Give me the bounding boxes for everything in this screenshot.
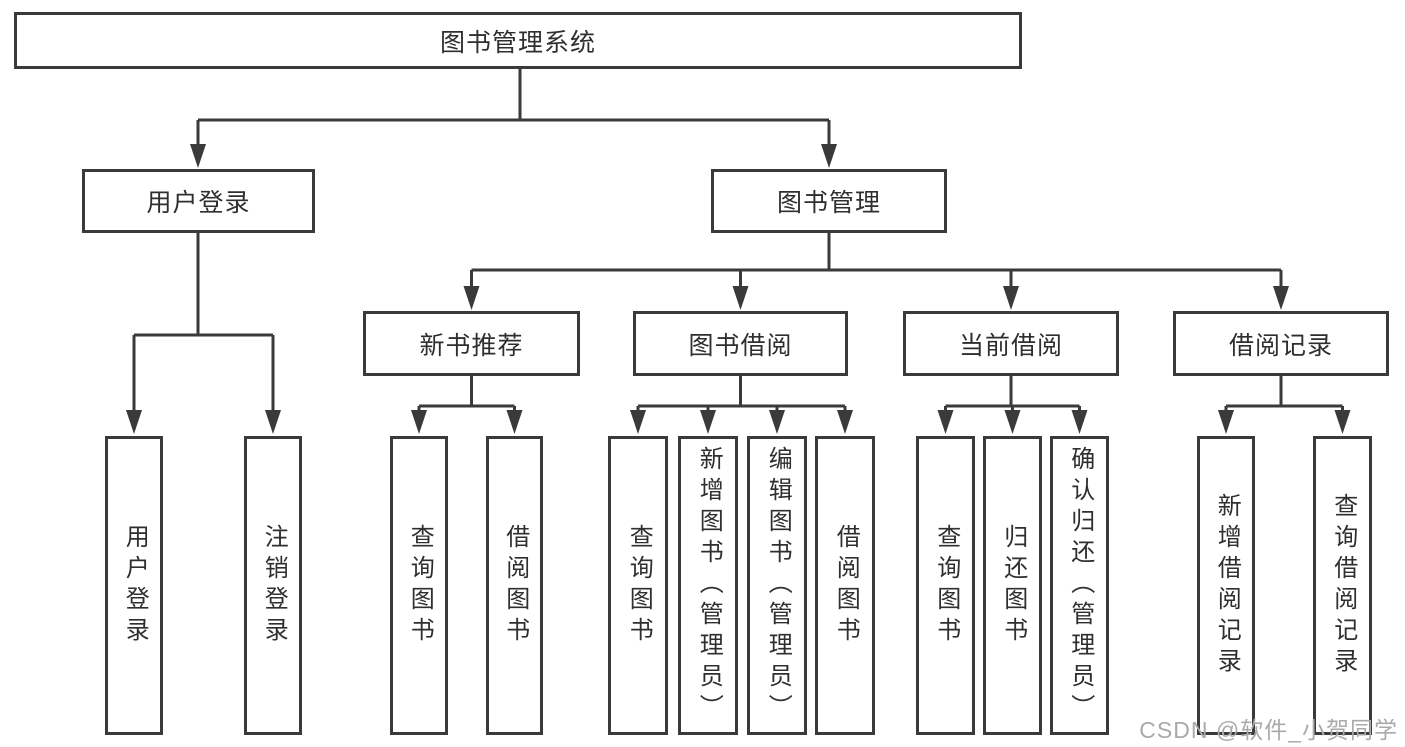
node-label: 图书管理系统 [439, 28, 596, 57]
arrowhead [126, 410, 142, 434]
leaf-label: 查询图书 [625, 523, 653, 648]
arrowhead [265, 410, 281, 434]
arrowhead [732, 286, 749, 310]
leaf-query-books-current: 查询图书 [916, 436, 975, 735]
node-borrowing-records: 借阅记录 [1173, 311, 1389, 376]
leaf-label: 确认归还（管理员） [1066, 446, 1094, 725]
arrowhead [1003, 286, 1019, 310]
leaf-label: 新增借阅记录 [1213, 492, 1241, 679]
arrowhead [190, 144, 206, 168]
leaf-borrow-books-borrowing: 借阅图书 [815, 436, 875, 735]
leaf-label: 查询图书 [406, 523, 434, 648]
leaf-add-books-admin: 新增图书（管理员） [678, 436, 738, 735]
arrowhead [700, 410, 716, 434]
leaf-query-books-recommend: 查询图书 [390, 436, 448, 735]
arrowhead [1071, 410, 1088, 434]
node-label: 图书管理 [776, 189, 881, 217]
leaf-label: 用户登录 [121, 523, 149, 648]
arrowhead [1273, 286, 1289, 310]
leaf-label: 编辑图书（管理员） [764, 446, 792, 725]
leaf-label: 借阅图书 [832, 523, 860, 648]
leaf-label: 归还图书 [999, 523, 1027, 648]
node-book-management: 图书管理 [711, 169, 947, 233]
node-library-management-system: 图书管理系统 [14, 12, 1022, 69]
leaf-edit-books-admin: 编辑图书（管理员） [747, 436, 807, 735]
leaf-query-borrow-record: 查询借阅记录 [1313, 436, 1372, 735]
leaf-label: 查询图书 [932, 523, 960, 648]
node-book-borrowing: 图书借阅 [633, 311, 848, 376]
leaf-logout: 注销登录 [244, 436, 302, 735]
arrowhead [506, 410, 523, 434]
leaf-confirm-return-admin: 确认归还（管理员） [1050, 436, 1109, 735]
node-new-book-recommendation: 新书推荐 [363, 311, 580, 376]
leaf-label: 借阅图书 [501, 523, 529, 648]
node-current-borrowing: 当前借阅 [903, 311, 1119, 376]
leaf-label: 注销登录 [260, 523, 288, 648]
leaf-label: 新增图书（管理员） [695, 446, 723, 725]
leaf-return-books: 归还图书 [983, 436, 1042, 735]
arrowhead [1334, 410, 1351, 434]
arrowhead [1004, 410, 1021, 434]
leaf-add-borrow-record: 新增借阅记录 [1197, 436, 1255, 735]
arrowhead [630, 410, 646, 434]
leaf-user-login: 用户登录 [105, 436, 163, 735]
node-label: 借阅记录 [1228, 331, 1333, 360]
arrowhead [769, 410, 785, 434]
node-label: 当前借阅 [958, 331, 1063, 360]
leaf-borrow-books-recommend: 借阅图书 [486, 436, 543, 735]
arrowhead [411, 410, 427, 434]
arrowhead [463, 286, 480, 310]
leaf-label: 查询借阅记录 [1329, 492, 1357, 679]
csdn-watermark: CSDN @软件_小贺同学 [1139, 717, 1398, 743]
arrowhead [837, 410, 853, 434]
node-user-login: 用户登录 [82, 169, 315, 233]
node-label: 图书借阅 [688, 331, 793, 360]
arrowhead [1218, 410, 1234, 434]
node-label: 新书推荐 [419, 331, 524, 360]
arrowhead [821, 144, 837, 168]
node-label: 用户登录 [146, 189, 251, 217]
arrowhead [937, 410, 954, 434]
leaf-query-books-borrowing: 查询图书 [608, 436, 668, 735]
